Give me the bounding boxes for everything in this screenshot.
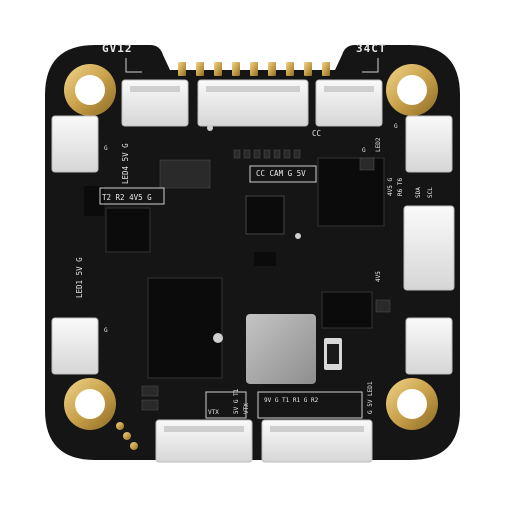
baro-chip [254,252,276,266]
label-bottom-pins: 9V G T1 R1 G R2 [264,397,319,404]
mount-hole-top-left [64,64,116,116]
osd-chip [105,207,151,253]
connector-right-bottom [405,317,453,375]
right-chip [321,291,373,329]
gyro-chip [245,195,285,235]
power-inductor [246,314,316,384]
connector-slots [130,86,374,432]
button-pad [213,333,223,343]
label-g5v-led1: G 5V LED1 [367,381,374,414]
label-gv12: GV12 [102,42,133,55]
label-4v5-g: 4V5 G [387,178,394,196]
bottom-left-gold-pads [116,422,138,450]
mcu-chip [147,277,223,379]
silkscreen: GV12 34CT LED4 5V G T2 R2 4V5 G CC CAM G… [75,42,434,416]
label-vtx-pins: 5V G T1 [233,388,240,414]
connector-left-bottom [51,317,99,375]
label-led2: LED2 [375,137,382,152]
label-g-right-top: G [394,123,398,130]
label-g-top-right: G [362,147,366,154]
mount-hole-top-right [386,64,438,116]
label-g-left-bottom: G [104,327,108,334]
label-scl: SCL [427,187,434,198]
connector-right-top [405,115,453,173]
mount-hole-bottom-right [386,378,438,430]
connector-left-top [51,115,99,173]
smd-parts [141,149,391,411]
components [84,125,385,384]
label-cc-cam: CC CAM G 5V [256,169,306,178]
label-led4: LED4 5V G [121,143,130,184]
label-r6t6: R6 T6 [397,178,404,196]
label-t2r2: T2 R2 4V5 G [102,193,152,202]
label-4v5: 4V5 [375,271,382,282]
regulator-chip [84,186,104,216]
silk-outlines [99,58,379,419]
label-sda: SDA [415,187,422,198]
label-g-left-top: G [104,145,108,152]
label-cc: CC [312,129,321,138]
mount-hole-bottom-left [64,378,116,430]
connector-right-middle [403,205,455,291]
label-34ct: 34CT [356,42,387,55]
label-led1: LED1 5V G [75,257,84,298]
top-gold-pads [178,62,330,76]
label-vtx-1: VTX [208,409,219,416]
